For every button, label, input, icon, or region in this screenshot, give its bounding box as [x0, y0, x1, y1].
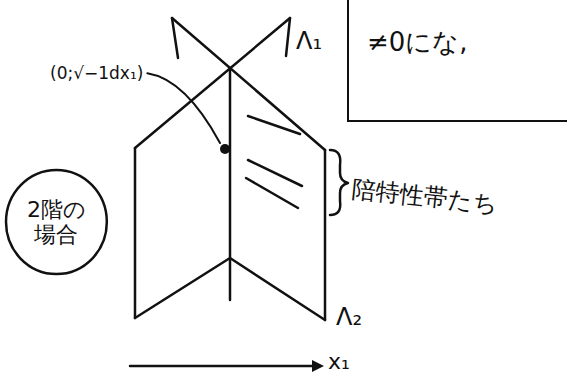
plane-edge	[286, 18, 290, 56]
circled-note: 2階の場合	[4, 168, 109, 276]
plane-label: Λ₂	[336, 304, 362, 330]
point-dot	[220, 144, 230, 154]
note-panel: ≠0にな,	[347, 0, 567, 122]
intersection-line	[229, 68, 232, 300]
plane-label: Λ₁	[296, 28, 322, 54]
point-label: (0;√−1dx₁)	[50, 64, 143, 83]
plane-edge	[324, 150, 327, 320]
ellipse-outline	[6, 170, 107, 274]
circled-text: 2階の場合	[22, 197, 90, 248]
plane-edge	[135, 18, 290, 148]
strip-label: 陪特性帯たち	[351, 176, 499, 218]
hatch-line	[248, 160, 302, 186]
hatch-line	[248, 116, 300, 134]
arrow-head	[312, 360, 324, 372]
leader-line	[147, 73, 220, 143]
plane-edge	[172, 18, 178, 58]
plane-edge	[172, 18, 325, 150]
note-text: ≠0にな,	[367, 28, 567, 58]
brace	[330, 150, 348, 215]
plane-edge	[135, 258, 325, 320]
plane-edge	[134, 148, 137, 318]
hatch-line	[246, 178, 298, 208]
axis-line	[130, 365, 316, 368]
axis-label: x₁	[328, 350, 350, 374]
